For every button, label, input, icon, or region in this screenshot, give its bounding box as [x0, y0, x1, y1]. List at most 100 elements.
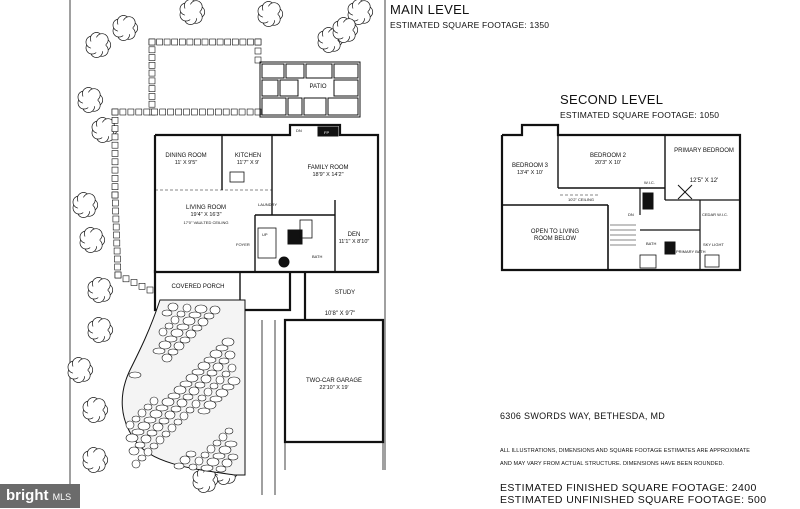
- room-name: LIVING ROOM: [185, 205, 227, 211]
- stepping-stone: [114, 271, 122, 279]
- watermark-brand: bright: [6, 487, 49, 504]
- rock: [182, 316, 196, 326]
- room-dim: 18'9" X 14'2": [312, 172, 344, 178]
- rock: [170, 405, 182, 413]
- stepping-stone: [254, 47, 262, 55]
- rock: [167, 302, 179, 312]
- room-dim: 20'3" X 10': [594, 160, 622, 166]
- second-bath-label: BATH: [646, 241, 657, 246]
- room-dim: 11'1" X 8'10": [338, 239, 370, 245]
- driveway-lines: [261, 320, 384, 495]
- stepping-stone: [122, 275, 130, 283]
- tree-icon: [332, 17, 359, 43]
- rock: [194, 456, 204, 466]
- rock: [188, 463, 198, 471]
- stairs-up-label: UP: [262, 232, 268, 237]
- stepping-stone: [148, 93, 156, 100]
- stepping-stone: [112, 215, 120, 223]
- room-name: PRIMARY BEDROOM: [674, 148, 734, 154]
- stepping-stone: [239, 38, 247, 46]
- rock: [191, 368, 205, 376]
- tree-icon: [77, 87, 104, 113]
- main-level-sqft: ESTIMATED SQUARE FOOTAGE: 1350: [390, 20, 550, 30]
- rock: [125, 420, 135, 430]
- room-garage: TWO-CAR GARAGE 22'10" X 19': [306, 378, 362, 392]
- total-finished-sqft: ESTIMATED FINISHED SQUARE FOOTAGE: 2400: [500, 482, 757, 494]
- disclaimer-line-2: AND MAY VARY FROM ACTUAL STRUCTURE. DIME…: [500, 461, 725, 467]
- rock: [206, 369, 218, 377]
- stepping-stone: [254, 38, 262, 46]
- rock: [221, 458, 233, 468]
- tree-icon: [192, 467, 219, 493]
- rock: [215, 465, 227, 473]
- rock: [140, 434, 152, 444]
- stairs-down-label: DN: [296, 128, 302, 133]
- rock: [149, 396, 159, 406]
- room-dim: 11' X 9'5": [174, 160, 198, 166]
- stepping-stone: [148, 54, 156, 61]
- rock: [167, 423, 177, 433]
- rock: [158, 340, 172, 350]
- rock: [158, 327, 168, 337]
- total-unfinished-sqft: ESTIMATED UNFINISHED SQUARE FOOTAGE: 500: [500, 494, 767, 506]
- rock: [206, 457, 220, 467]
- rock: [182, 393, 194, 401]
- rock: [227, 453, 239, 461]
- stepping-stone: [111, 108, 119, 116]
- rock: [221, 383, 235, 391]
- rock: [212, 439, 222, 447]
- room-study: STUDY: [335, 290, 355, 297]
- rock: [137, 408, 147, 418]
- stepping-stone: [112, 223, 120, 231]
- primary-bath-label: PRIMARY BATH: [676, 249, 706, 254]
- main-level-fixtures: [229, 126, 339, 268]
- rock: [191, 399, 201, 409]
- rock: [197, 407, 211, 415]
- stepping-stone: [112, 199, 119, 207]
- rock: [215, 388, 229, 398]
- stepping-stone: [146, 286, 154, 294]
- room-name: KITCHEN: [234, 153, 262, 159]
- rock: [131, 459, 141, 469]
- rock: [191, 324, 203, 332]
- rock: [170, 315, 180, 325]
- stepping-stone: [143, 108, 151, 116]
- stepping-stone: [148, 77, 156, 85]
- rock: [173, 462, 185, 470]
- stepping-stone: [156, 38, 163, 46]
- rock: [128, 446, 140, 456]
- stepping-stone: [113, 231, 120, 239]
- stepping-stone-path: [111, 38, 262, 294]
- stepping-stone: [111, 117, 119, 124]
- second-stairs-down-label: DN: [628, 212, 634, 217]
- rock: [161, 397, 175, 407]
- rock: [179, 336, 191, 344]
- stepping-stone: [254, 108, 262, 116]
- stepping-stone: [254, 56, 262, 64]
- rock: [203, 356, 217, 364]
- landscape-trees: [67, 0, 374, 493]
- rock: [221, 370, 231, 378]
- stepping-stone: [194, 38, 201, 46]
- stepping-stone: [191, 108, 198, 116]
- rock: [170, 328, 184, 338]
- room-name: STUDY: [334, 290, 356, 296]
- stepping-stone: [111, 166, 119, 174]
- stepping-stone: [148, 100, 156, 108]
- rock: [179, 411, 189, 421]
- rock: [152, 347, 166, 355]
- room-dim: 19'4" X 16'3": [190, 212, 222, 218]
- stepping-stone: [148, 85, 156, 92]
- room-dim: 13'4" X 10': [516, 170, 544, 176]
- second-level-sqft: ESTIMATED SQUARE FOOTAGE: 1050: [560, 110, 720, 120]
- rock: [176, 398, 188, 408]
- stepping-stone: [216, 38, 224, 46]
- patio-label: PATIO: [309, 84, 327, 90]
- room-dining: DINING ROOM 11' X 9'5": [165, 153, 206, 167]
- rock: [155, 404, 169, 412]
- room-name: DINING ROOM: [165, 153, 207, 159]
- rock: [179, 380, 193, 388]
- stepping-stone: [111, 175, 119, 182]
- wic-label: W.I.C.: [644, 180, 655, 185]
- room-name: TWO-CAR GARAGE: [305, 378, 363, 384]
